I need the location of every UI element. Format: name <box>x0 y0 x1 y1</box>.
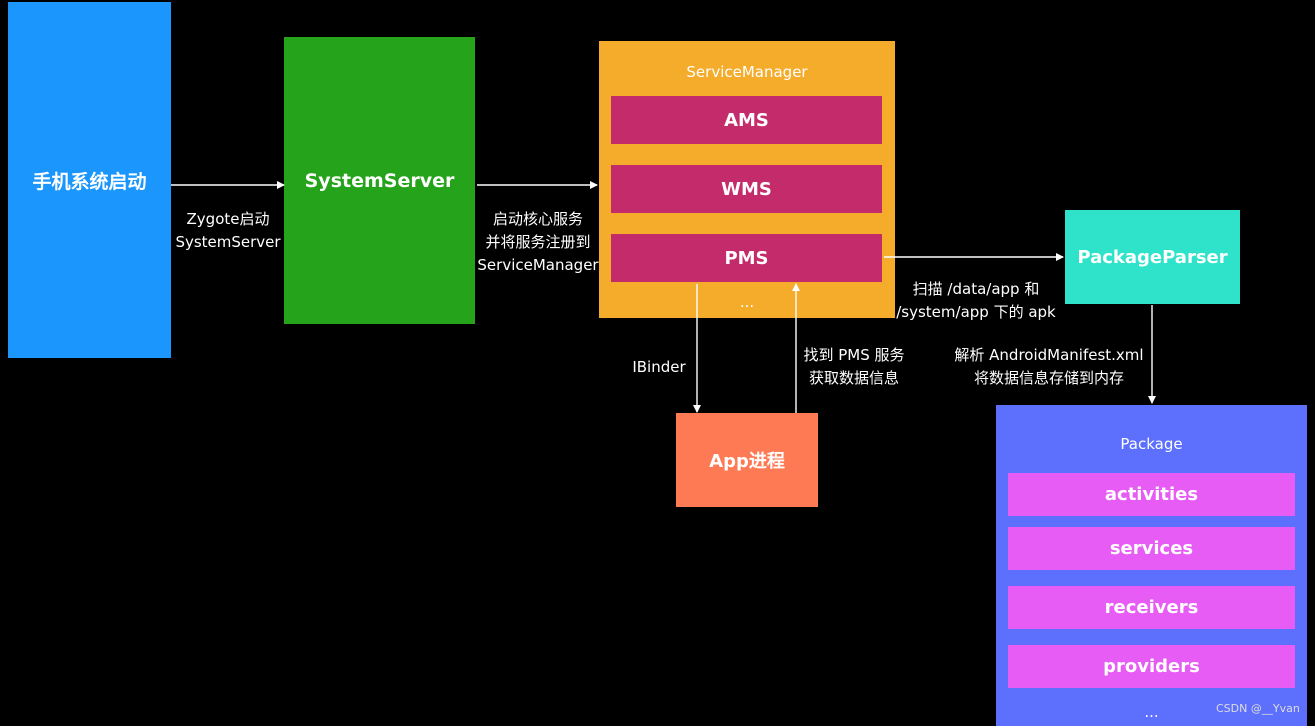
pms-service: PMS <box>611 234 882 282</box>
package-item-providers: providers <box>1008 645 1295 688</box>
edge-label-ibinder: IBinder <box>632 358 686 376</box>
package-parser-node: PackageParser <box>1065 210 1240 304</box>
service-manager-node: ServiceManager AMS WMS PMS ... <box>599 41 895 318</box>
package-parser-label: PackageParser <box>1077 246 1228 268</box>
wms-service: WMS <box>611 165 882 213</box>
package-item-receivers: receivers <box>1008 586 1295 629</box>
package-more: ... <box>1144 703 1159 721</box>
service-manager-title: ServiceManager <box>686 63 808 81</box>
edge-label-register: 启动核心服务 并将服务注册到 ServiceManager <box>477 210 599 274</box>
phone-boot-node: 手机系统启动 <box>8 2 171 358</box>
ams-service: AMS <box>611 96 882 144</box>
package-node: Package activities services receivers pr… <box>996 405 1307 726</box>
app-process-node: App进程 <box>676 413 818 507</box>
system-server-node: SystemServer <box>284 37 475 324</box>
edge-label-zygote: Zygote启动 SystemServer <box>175 210 281 251</box>
package-title: Package <box>1120 435 1183 453</box>
app-process-label: App进程 <box>709 451 785 472</box>
phone-boot-label: 手机系统启动 <box>32 170 147 193</box>
package-item-services: services <box>1008 527 1295 570</box>
watermark: CSDN @__Yvan <box>1216 702 1300 715</box>
edge-label-scan: 扫描 /data/app 和 /system/app 下的 apk <box>896 280 1056 321</box>
edge-label-parse: 解析 AndroidManifest.xml 将数据信息存储到内存 <box>954 346 1144 387</box>
system-server-label: SystemServer <box>304 169 455 192</box>
edge-label-find-pms: 找到 PMS 服务 获取数据信息 <box>803 346 905 387</box>
service-manager-more: ... <box>739 293 755 311</box>
package-item-activities: activities <box>1008 473 1295 516</box>
